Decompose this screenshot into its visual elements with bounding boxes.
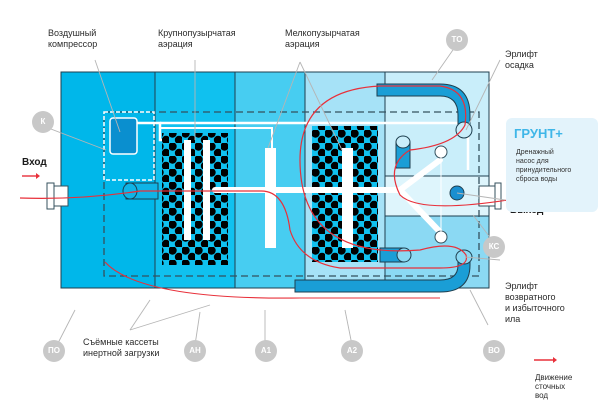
coarse-aerator-2 <box>203 140 210 240</box>
grunt-plus-callout: ГРУНТ+ Дренажный насос для принудительно… <box>506 118 598 212</box>
label-removable-cassettes: Съёмные кассеты инертной загрузки <box>83 337 160 358</box>
fine-aerator-a2 <box>342 148 353 248</box>
air-pipe-2 <box>160 127 273 148</box>
cassette-an <box>162 133 228 265</box>
coarse-aerator-1 <box>184 140 191 240</box>
outlet-flange <box>494 182 502 210</box>
flow-line-bottom <box>104 261 440 299</box>
fine-aerator-a1 <box>265 148 276 248</box>
legend-flow-label: Движение сточных вод <box>535 373 573 400</box>
badge-vo: ВО <box>483 340 505 362</box>
label-coarse-aeration: Крупнопузырчатая аэрация <box>158 28 236 49</box>
small-airlift-top <box>395 135 411 149</box>
callout-lines <box>42 46 506 346</box>
badge-a1: А1 <box>255 340 277 362</box>
label-fine-aeration: Мелкопузырчатая аэрация <box>285 28 360 49</box>
legend-arrow-head <box>553 357 557 363</box>
a2-outlet-end <box>396 247 412 263</box>
wastewater-flow-line <box>19 85 521 269</box>
badge-to: ТО <box>446 29 468 51</box>
return-airlift-end <box>455 249 473 265</box>
badge-ks: КС <box>483 236 505 258</box>
label-return-airlift: Эрлифт возвратного и избыточного ила <box>505 281 565 324</box>
sludge-airlift-end <box>455 121 473 139</box>
badge-a2: А2 <box>341 340 363 362</box>
label-sludge-airlift: Эрлифт осадка <box>505 49 538 70</box>
inlet-pipe <box>53 185 69 207</box>
inlet-flange <box>46 182 55 210</box>
transfer-pipe <box>212 157 443 235</box>
badge-an: АН <box>184 340 206 362</box>
label-air-compressor: Воздушный компрессор <box>48 28 98 49</box>
badge-po: ПО <box>43 340 65 362</box>
label-inlet: Вход <box>22 157 47 168</box>
grunt-plus-title: ГРУНТ+ <box>514 126 563 141</box>
badge-k: К <box>32 111 54 133</box>
compressor-housing <box>103 111 155 181</box>
inlet-arrow-head <box>36 173 40 179</box>
grunt-plus-description: Дренажный насос для принудительного сбро… <box>516 149 572 183</box>
zone-ks <box>384 175 490 217</box>
inlet-tee-end <box>122 182 138 200</box>
compressor <box>109 117 138 155</box>
